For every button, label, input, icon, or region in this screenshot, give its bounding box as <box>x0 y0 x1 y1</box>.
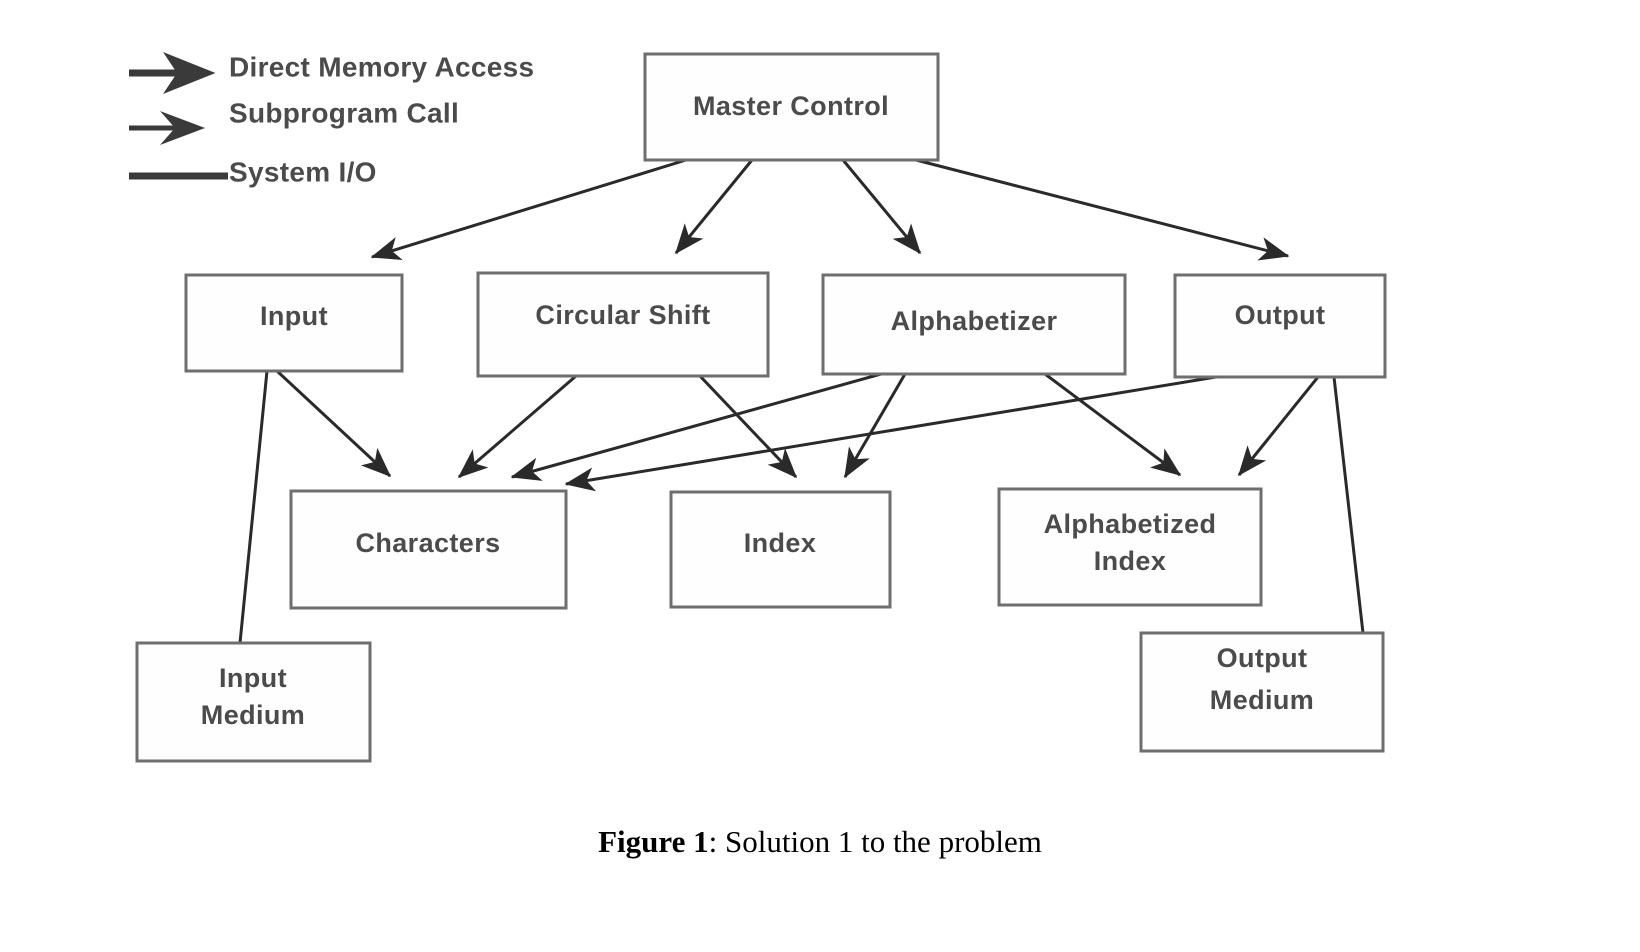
node-master-control-label: Master Control <box>693 91 889 121</box>
node-master-control[interactable]: Master Control <box>643 52 940 162</box>
legend: Direct Memory Access Subprogram Call Sys… <box>129 51 534 187</box>
edge-circular-shift-to-characters <box>457 374 577 479</box>
node-input-medium-label-line2: Medium <box>201 700 305 730</box>
edge-alphabetizer-to-index <box>843 373 907 479</box>
edge-output-to-alphabetized-index <box>1237 376 1320 477</box>
figure-caption-text: Solution 1 to the problem <box>725 824 1042 859</box>
node-alphabetizer[interactable]: Alphabetizer <box>821 273 1127 376</box>
edge-alphabetizer-to-alphabetized-index <box>1044 372 1182 477</box>
edge-master-control-to-output <box>915 158 1290 261</box>
node-output-medium-label-line1: Output <box>1217 643 1308 673</box>
figure-caption-label: Figure 1 <box>598 824 709 859</box>
edge-output-to-characters <box>564 375 1217 492</box>
node-input-label: Input <box>260 301 328 331</box>
node-master-control-box[interactable] <box>643 52 940 162</box>
node-input-medium-box[interactable] <box>135 641 372 763</box>
figure-caption-separator: : <box>708 824 725 859</box>
edge-master-control-to-circular-shift <box>674 159 754 255</box>
node-characters[interactable]: Characters <box>289 489 568 610</box>
edge-master-control-to-alphabetizer <box>841 159 922 255</box>
node-output-box[interactable] <box>1173 273 1387 379</box>
legend-item-direct-memory-access: Direct Memory Access <box>129 51 534 94</box>
node-circular-shift-label: Circular Shift <box>535 300 710 330</box>
node-circular-shift-box[interactable] <box>476 271 770 378</box>
node-alphabetizer-label: Alphabetizer <box>891 306 1058 336</box>
node-alphabetized-index-box[interactable] <box>997 487 1263 607</box>
nodes-layer: Master Control Input Circular Shift Alph… <box>135 52 1387 763</box>
legend-item-subprogram-call: Subprogram Call <box>129 97 459 145</box>
legend-item-system-io: System I/O <box>129 156 377 187</box>
node-output-medium[interactable]: Output Medium <box>1139 631 1385 753</box>
edge-alphabetizer-to-characters <box>510 372 882 481</box>
edges-layer <box>238 158 1365 644</box>
node-characters-label: Characters <box>355 528 500 558</box>
edge-input-to-characters <box>275 369 392 478</box>
node-input-medium[interactable]: Input Medium <box>135 641 372 763</box>
node-index-label: Index <box>744 528 817 558</box>
node-alphabetized-index[interactable]: Alphabetized Index <box>997 487 1263 607</box>
node-circular-shift[interactable]: Circular Shift <box>476 271 770 378</box>
legend-label-subprogram-call: Subprogram Call <box>229 97 459 128</box>
node-alphabetized-index-label-line2: Index <box>1094 546 1167 576</box>
node-characters-box[interactable] <box>289 489 568 610</box>
legend-label-system-io: System I/O <box>229 156 377 187</box>
node-output-medium-box[interactable] <box>1139 631 1385 753</box>
figure-caption: Figure 1: Solution 1 to the problem <box>0 824 1640 860</box>
edge-input-to-input-medium <box>238 370 269 644</box>
edge-master-control-to-input <box>370 158 687 261</box>
node-input-medium-label-line1: Input <box>219 663 287 693</box>
node-index-box[interactable] <box>669 490 892 609</box>
edge-circular-shift-to-index <box>698 374 798 479</box>
legend-label-direct-memory-access: Direct Memory Access <box>229 51 534 82</box>
node-input-box[interactable] <box>184 273 404 373</box>
edge-output-to-output-medium <box>1332 376 1365 634</box>
node-output-medium-label-line2: Medium <box>1210 685 1314 715</box>
node-alphabetized-index-label-line1: Alphabetized <box>1044 509 1217 539</box>
node-input[interactable]: Input <box>184 273 404 373</box>
node-alphabetizer-box[interactable] <box>821 273 1127 376</box>
node-output-label: Output <box>1235 300 1326 330</box>
node-index[interactable]: Index <box>669 490 892 609</box>
node-output[interactable]: Output <box>1173 273 1387 379</box>
